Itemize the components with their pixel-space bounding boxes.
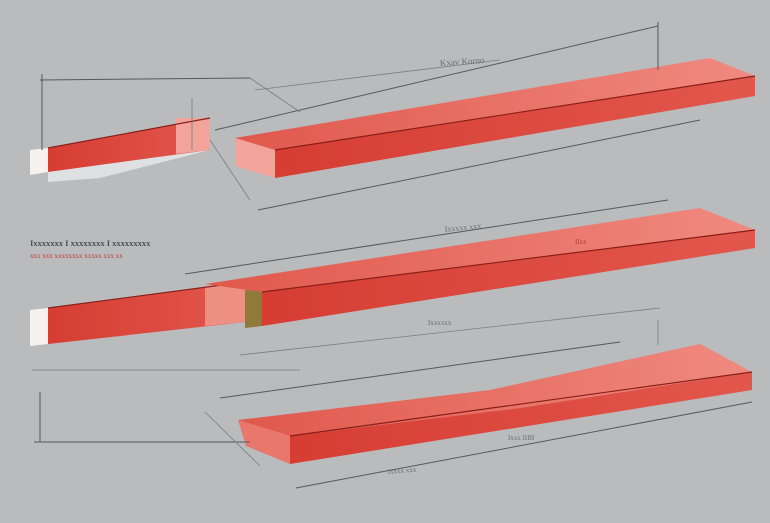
beam-1-left-front-face <box>48 118 210 172</box>
beam-1-dim-long <box>214 25 659 131</box>
beam-2-dim-top <box>184 199 669 275</box>
beam-3-dim-left-diagonal <box>204 411 261 467</box>
beam-2-joint <box>205 282 245 326</box>
beam-2-right-front-face <box>262 230 755 326</box>
beam-1-joint <box>176 118 210 154</box>
beam-1-dim-bottom <box>257 119 701 211</box>
beam-1-right-edge <box>274 75 756 151</box>
beam-2-joint-block <box>245 288 262 328</box>
beam-1-dim-top <box>39 77 251 81</box>
beam-1-top-label: Kxav Korno <box>439 55 485 68</box>
beam-1: Kxav Korno <box>30 22 756 211</box>
beam-3-dim-bottom <box>295 401 753 489</box>
beam-1-left-edge <box>47 117 211 149</box>
beam-1-left-shadow <box>48 150 210 182</box>
beam-2-left-front-face <box>48 282 245 344</box>
beam-2-left-edge <box>47 281 246 309</box>
beam-2-left-end-face <box>30 308 48 346</box>
beam-3-end-face <box>238 420 290 464</box>
beam-1-dim-low-diagonal <box>209 139 251 201</box>
beam-3-label: Ixxx IIIII <box>508 434 535 442</box>
beam-3-bottom-label: Ixxxx xxx <box>387 465 417 476</box>
beam-1-left-end-face <box>30 148 48 175</box>
beam-3-front-face <box>290 372 752 464</box>
beam-1-dim-diagonal-2 <box>254 59 501 91</box>
beam-2-dim-low <box>219 341 621 399</box>
beam-3-edge <box>289 371 753 437</box>
beam-2-bottom-label: Ixxxxxx <box>428 319 452 327</box>
beam-2: Ixxxxxxx I xxxxxxxx I xxxxxxxxx xxx xxx … <box>30 199 756 399</box>
beam-1-right-end-face <box>235 138 275 178</box>
beam-2-right-top-face <box>205 208 755 292</box>
beam-1-right-top-face <box>235 58 755 150</box>
beam-1-dim-diagonal-1 <box>249 77 301 113</box>
beam-1-right-front-face <box>275 76 755 178</box>
beam-3: Ixxx IIIII Ixxxx xxx <box>34 344 753 489</box>
beam-2-dim-bottom <box>239 307 661 356</box>
beam-2-right-edge <box>261 229 756 293</box>
beam-2-heading-line-2: xxx xxx xxxxxxxx xxxxx xxx xx <box>30 252 123 260</box>
beam-2-top-label: Ixxxxx xxx <box>444 221 481 234</box>
beam-3-top-face <box>238 344 752 436</box>
beam-2-face-label: IIxx <box>575 238 587 246</box>
beam-2-heading-line-1: Ixxxxxxx I xxxxxxxx I xxxxxxxxx <box>30 238 151 248</box>
